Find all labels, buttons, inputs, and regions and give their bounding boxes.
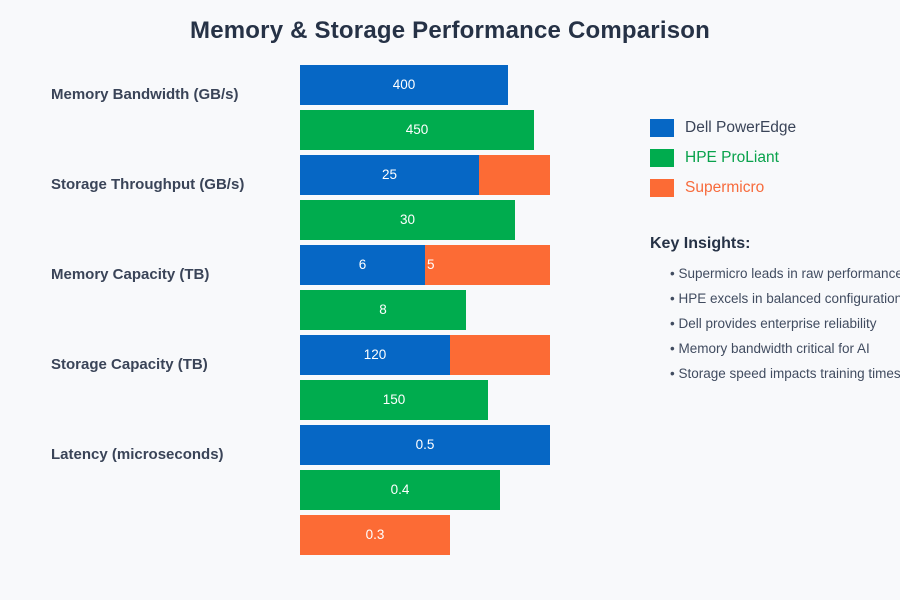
bar-row: 8 bbox=[300, 290, 550, 330]
legend-swatch bbox=[650, 119, 674, 137]
bar-segment-supermicro: 5 bbox=[425, 245, 550, 285]
bar-value-label: 400 bbox=[392, 77, 416, 92]
bar-segment-dell: 0.5 bbox=[300, 425, 550, 465]
key-insight-item: • Storage speed impacts training times bbox=[670, 366, 900, 381]
bar-segment-supermicro bbox=[479, 155, 550, 195]
bar-segment-supermicro bbox=[450, 335, 550, 375]
bar-segment-hpe: 150 bbox=[300, 380, 488, 420]
bar-segment-dell: 400 bbox=[300, 65, 508, 105]
chart-title: Memory & Storage Performance Comparison bbox=[190, 17, 710, 44]
bar-value-label: 30 bbox=[399, 212, 416, 227]
bar-value-label: 0.4 bbox=[390, 482, 410, 497]
bar-value-label: 0.5 bbox=[415, 437, 435, 452]
bar-row: 400 bbox=[300, 65, 550, 105]
bar-row: 450 bbox=[300, 110, 550, 150]
legend-swatch bbox=[650, 149, 674, 167]
legend-label: Supermicro bbox=[685, 179, 765, 196]
bar-value-label: 25 bbox=[381, 167, 398, 182]
bar-segment-supermicro: 0.3 bbox=[300, 515, 450, 555]
legend-item: Dell PowerEdge bbox=[650, 119, 796, 137]
bar-row: 150 bbox=[300, 380, 550, 420]
bar-segment-dell: 25 bbox=[300, 155, 479, 195]
metric-label: Latency (microseconds) bbox=[51, 446, 224, 463]
legend-swatch bbox=[650, 179, 674, 197]
metric-label: Storage Capacity (TB) bbox=[51, 356, 208, 373]
key-insight-item: • Supermicro leads in raw performance bbox=[670, 266, 900, 281]
bar-value-label: 5 bbox=[427, 257, 435, 272]
bar-value-label: 8 bbox=[379, 302, 387, 317]
key-insights-heading: Key Insights: bbox=[650, 235, 751, 252]
bar-value-label: 450 bbox=[405, 122, 429, 137]
legend-label: Dell PowerEdge bbox=[685, 119, 797, 136]
bar-segment-hpe: 0.4 bbox=[300, 470, 500, 510]
legend-item: HPE ProLiant bbox=[650, 149, 796, 167]
metric-label: Storage Throughput (GB/s) bbox=[51, 176, 245, 193]
bar-row: 0.5 bbox=[300, 425, 550, 465]
legend-item: Supermicro bbox=[650, 179, 796, 197]
key-insights: Key Insights: • Supermicro leads in raw … bbox=[650, 236, 900, 386]
key-insight-item: • Dell provides enterprise reliability bbox=[670, 316, 877, 331]
bar-row: 120 bbox=[300, 335, 550, 375]
bar-value-label: 150 bbox=[382, 392, 406, 407]
bar-row: 0.4 bbox=[300, 470, 550, 510]
bar-segment-dell: 6 bbox=[300, 245, 425, 285]
bar-value-label: 0.3 bbox=[365, 527, 385, 542]
key-insights-list: • Supermicro leads in raw performance • H… bbox=[650, 261, 900, 386]
bar-value-label: 120 bbox=[363, 347, 387, 362]
bar-value-label: 6 bbox=[358, 257, 367, 272]
metric-label: Memory Capacity (TB) bbox=[51, 266, 210, 283]
key-insight-item: • Memory bandwidth critical for AI bbox=[670, 341, 870, 356]
bar-segment-hpe: 30 bbox=[300, 200, 515, 240]
bar-segment-dell: 120 bbox=[300, 335, 450, 375]
bar-row: 25 bbox=[300, 155, 550, 195]
key-insight-item: • HPE excels in balanced configurations bbox=[670, 291, 900, 306]
bar-row: 0.3 bbox=[300, 515, 550, 555]
legend-label: HPE ProLiant bbox=[685, 149, 779, 166]
bar-segment-hpe: 8 bbox=[300, 290, 466, 330]
bar-segment-hpe: 450 bbox=[300, 110, 534, 150]
metric-label: Memory Bandwidth (GB/s) bbox=[51, 86, 239, 103]
bar-row: 30 bbox=[300, 200, 550, 240]
